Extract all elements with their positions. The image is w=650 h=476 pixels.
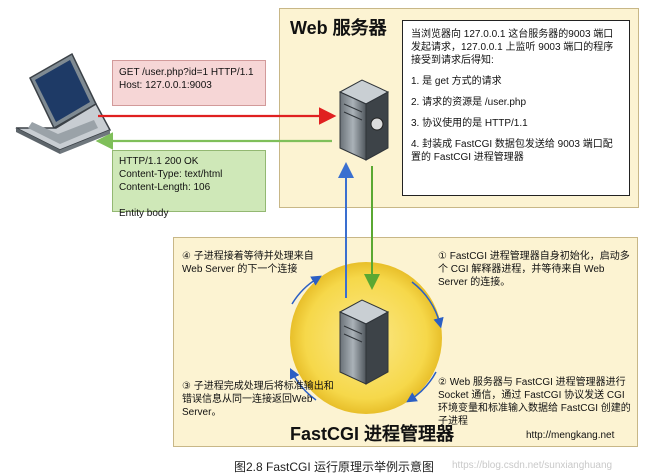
server-icon [338,299,390,385]
info-item-1: 1. 是 get 方式的请求 [411,76,502,87]
figure-caption: 图2.8 FastCGI 运行原理示举例示意图 [234,460,435,474]
response-content-length: Content-Length: 106 [119,182,211,193]
cycle-arrow-2 [406,371,437,403]
cycle-arrow-4 [291,275,322,305]
source-url: http://mengkang.net [526,430,615,441]
web-server-title: Web 服务器 [290,18,387,38]
response-status: HTTP/1.1 200 OK [119,156,199,167]
info-item-3: 3. 协议使用的是 HTTP/1.1 [411,118,528,129]
http-response-box: HTTP/1.1 200 OK Content-Type: text/html … [112,150,266,219]
http-request-box: GET /user.php?id=1 HTTP/1.1 Host: 127.0.… [112,60,266,106]
info-item-2: 2. 请求的资源是 /user.php [411,97,527,108]
cycle-arrow-3 [289,367,317,401]
web-server-info-box: 当浏览器向 127.0.0.1 这台服务器的9003 端口发起请求，127.0.… [402,20,630,196]
response-entity-body: Entity body [119,208,169,219]
request-host: Host: 127.0.0.1:9003 [119,80,212,91]
step-1-note: ① FastCGI 进程管理器自身初始化，启动多个 CGI 解释器进程，并等待来… [438,251,630,288]
step-2-note: ② Web 服务器与 FastCGI 进程管理器进行 Socket 通信，通过 … [438,377,631,427]
fastcgi-title: FastCGI 进程管理器 [290,424,455,444]
step-3-note: ③ 子进程完成处理后将标准输出和错误信息从同一连接返回Web Server。 [182,381,334,418]
request-line: GET /user.php?id=1 HTTP/1.1 [119,67,254,78]
laptop-icon [15,52,112,154]
info-intro: 当浏览器向 127.0.0.1 这台服务器的9003 端口发起请求，127.0.… [411,29,614,66]
server-icon [338,79,390,161]
step-4-note: ④ 子进程接着等待并处理来自 Web Server 的下一个连接 [182,251,314,275]
info-item-4: 4. 封装成 FastCGI 数据包发送给 9003 端口配置的 FastCGI… [411,139,613,163]
cycle-arrow-1 [411,281,444,329]
response-content-type: Content-Type: text/html [119,169,223,180]
watermark: https://blog.csdn.net/sunxianghuang [452,460,613,471]
